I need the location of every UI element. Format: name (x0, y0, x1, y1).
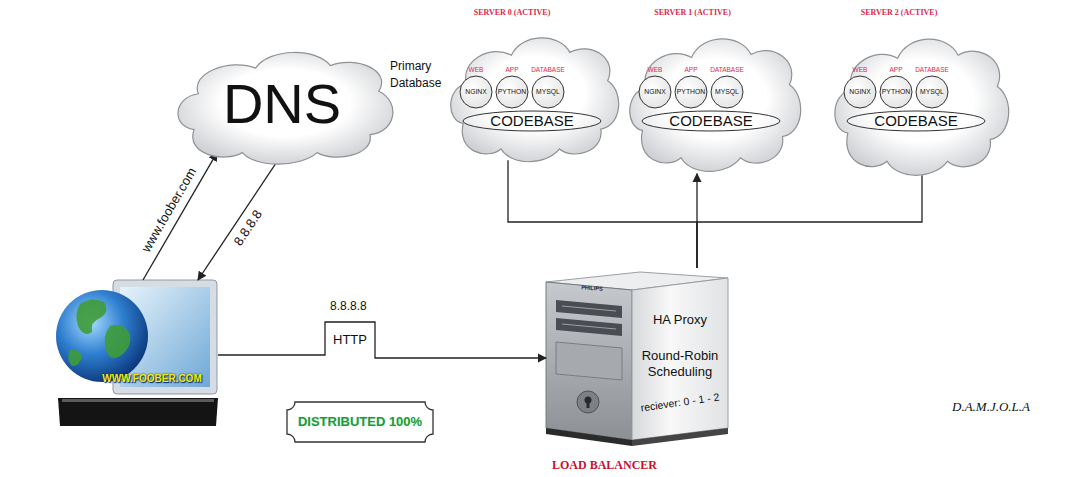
receiver-order: reciever: 0 - 1 - 2 (632, 389, 729, 415)
service-circle: APPPYTHON (492, 66, 532, 110)
tier-label: WEB (834, 66, 886, 74)
codebase-label: CODEBASE (641, 113, 781, 129)
ip-address: 8.8.8.8 (330, 299, 367, 313)
connector (508, 160, 697, 268)
component-caption: LOAD BALANCER (552, 458, 682, 472)
role-note: Primary Database (390, 58, 450, 92)
edge-label: HTTP (331, 332, 369, 348)
tier-label: APP (665, 66, 717, 74)
connector (697, 175, 922, 268)
service-name: PYTHON (492, 88, 532, 96)
dns-cloud: DNS (172, 40, 392, 168)
service-circle: APPPYTHON (671, 66, 711, 110)
tier-label: DATABASE (701, 66, 753, 74)
server-title: SERVER 2 (ACTIVE) (810, 8, 988, 18)
service-circle: WEBNGINX (840, 66, 880, 110)
service-circle: DATABASEMYSQL (912, 66, 952, 110)
scheduling-label: Round-Robin Scheduling (634, 348, 726, 379)
dns-label: DNS (172, 76, 392, 132)
service-circle: WEBNGINX (456, 66, 496, 110)
codebase-label: CODEBASE (846, 113, 986, 129)
connector (218, 322, 546, 358)
client-laptop: WWW.FOOBER.COM (58, 280, 218, 428)
service-circle: DATABASEMYSQL (707, 66, 747, 110)
server-title: SERVER 0 (ACTIVE) (426, 8, 598, 18)
laptop-illustration (56, 280, 218, 426)
service-name: NGINX (635, 88, 675, 96)
codebase-ellipse: CODEBASE (462, 110, 602, 132)
service-circle: APPPYTHON (876, 66, 916, 110)
service-name: PYTHON (876, 88, 916, 96)
server-cloud: SERVER 2 (ACTIVE)WEBNGINXAPPPYTHONDATABA… (830, 4, 1008, 180)
server-title: SERVER 1 (ACTIVE) (605, 8, 780, 18)
server-tower-illustration (546, 272, 728, 446)
server-cloud: SERVER 1 (ACTIVE)WEBNGINXAPPPYTHONDATABA… (625, 4, 800, 176)
load-balancer: PHILIPS HA ProxyRound-Robin Scheduling rec… (540, 268, 730, 473)
service-name: NGINX (840, 88, 880, 96)
tier-label: WEB (450, 66, 502, 74)
tier-label: DATABASE (906, 66, 958, 74)
tier-label: APP (870, 66, 922, 74)
service-name: MYSQL (528, 88, 568, 96)
service-circle: DATABASEMYSQL (528, 66, 568, 110)
edge-label: www.foober.com (137, 163, 200, 257)
server-cloud: SERVER 0 (ACTIVE)Primary DatabaseWEBNGIN… (390, 4, 618, 166)
site-address: WWW.FOOBER.COM (92, 373, 212, 385)
tier-label: WEB (629, 66, 681, 74)
service-circle: WEBNGINX (635, 66, 675, 110)
service-name: PYTHON (671, 88, 711, 96)
edge-label: 8.8.8.8 (230, 205, 267, 250)
codebase-label: CODEBASE (462, 113, 602, 129)
brand-label: PHILIPS (570, 283, 614, 293)
service-name: NGINX (456, 88, 496, 96)
tier-label: APP (486, 66, 538, 74)
codebase-ellipse: CODEBASE (641, 110, 781, 132)
tier-label: DATABASE (522, 66, 574, 74)
service-name: MYSQL (707, 88, 747, 96)
proxy-label: HA Proxy (634, 312, 726, 328)
status-badge: DISTRIBUTED 100% (285, 400, 435, 444)
service-name: MYSQL (912, 88, 952, 96)
codebase-ellipse: CODEBASE (846, 110, 986, 132)
author-signature: D.A.M.J.O.L.A (952, 399, 1030, 415)
badge-text: DISTRIBUTED 100% (285, 414, 435, 430)
connector (198, 162, 277, 280)
connector (143, 153, 217, 280)
